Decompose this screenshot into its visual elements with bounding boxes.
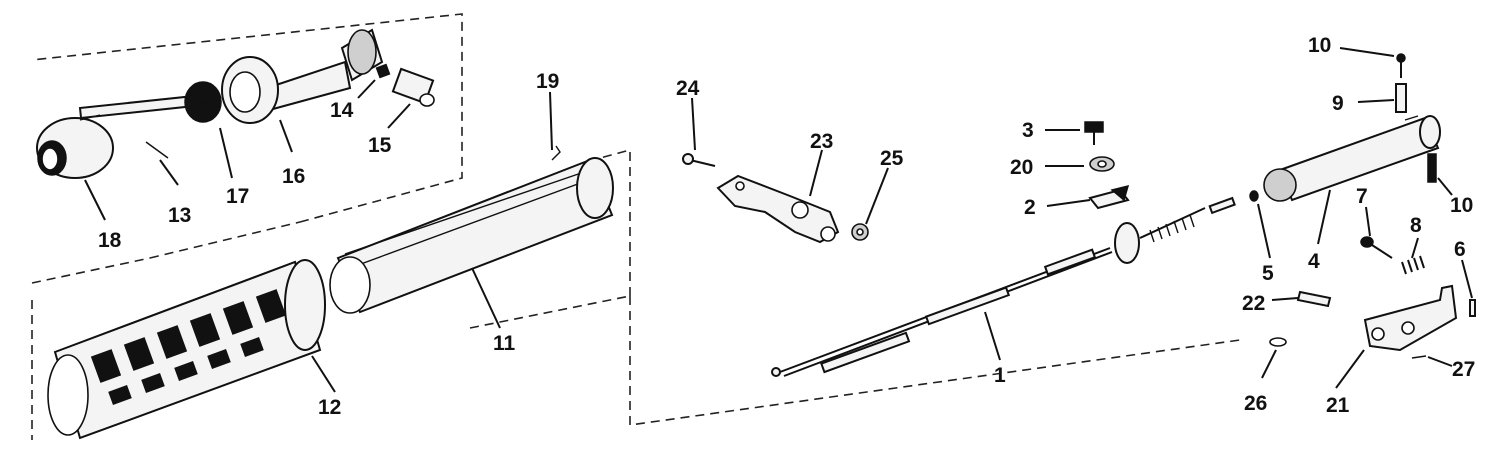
callout-1: 1 [994,364,1006,387]
clamp-part-2 [1088,184,1130,210]
callout-4: 4 [1308,250,1320,273]
callout-16: 16 [282,165,305,188]
callout-7: 7 [1356,185,1368,208]
callout-10-right: 10 [1450,194,1473,217]
washer-part-20 [1089,156,1115,172]
spring-part-8 [1401,255,1425,275]
bracket-part-23 [716,174,840,244]
callout-13: 13 [168,204,191,227]
callout-25: 25 [880,147,904,170]
pin-part-6 [1469,299,1476,317]
callout-18: 18 [98,229,122,252]
callout-14: 14 [330,99,354,122]
block-part-15 [391,67,435,107]
callout-21: 21 [1326,394,1350,417]
ring-part-5 [1249,190,1259,202]
tube-part-11 [329,145,614,314]
callout-24: 24 [676,77,700,100]
callout-20: 20 [1010,156,1033,179]
callout-labels: 18 13 17 16 14 15 19 11 12 24 23 25 3 20… [98,34,1475,419]
cable-part-1 [771,196,1236,377]
ring-part-26 [1269,337,1287,347]
lever-part-21 [1363,284,1458,352]
callout-23: 23 [810,130,833,153]
callout-15: 15 [368,134,392,157]
callout-27: 27 [1452,358,1475,381]
callout-22: 22 [1242,292,1265,315]
screw-part-10-right [1427,153,1437,183]
callout-6: 6 [1454,238,1466,261]
housing-part-16 [221,28,384,124]
group-boundary-lower [31,148,1241,440]
callout-9: 9 [1332,92,1344,115]
leader-lines [84,47,1473,393]
spring-part-17 [184,81,222,123]
pin-part-22 [1296,290,1332,308]
pin-part-27 [1411,355,1427,359]
pin-part-19 [551,145,561,161]
callout-2: 2 [1024,196,1036,219]
callout-11: 11 [493,332,516,355]
group-boundary-upper [31,13,463,284]
screw-part-3 [1084,121,1104,145]
callout-12: 12 [318,396,341,419]
callout-19: 19 [536,70,559,93]
callout-26: 26 [1244,392,1267,415]
callout-8: 8 [1410,214,1422,237]
screw-part-7 [1360,236,1393,259]
callout-3: 3 [1022,119,1034,142]
callout-5: 5 [1262,262,1274,285]
grip-part-12 [47,259,326,440]
screw-part-24 [682,153,716,167]
pin-part-9 [1395,83,1407,113]
pin-part-13 [145,141,169,159]
nut-part-25 [851,223,869,241]
screw-part-10-top [1396,53,1406,78]
knob-shaft-part-18 [36,95,192,179]
callout-10-top: 10 [1308,34,1331,57]
callout-17: 17 [226,185,249,208]
tube-part-4 [1263,115,1441,202]
set-screw-part-14 [375,63,391,79]
